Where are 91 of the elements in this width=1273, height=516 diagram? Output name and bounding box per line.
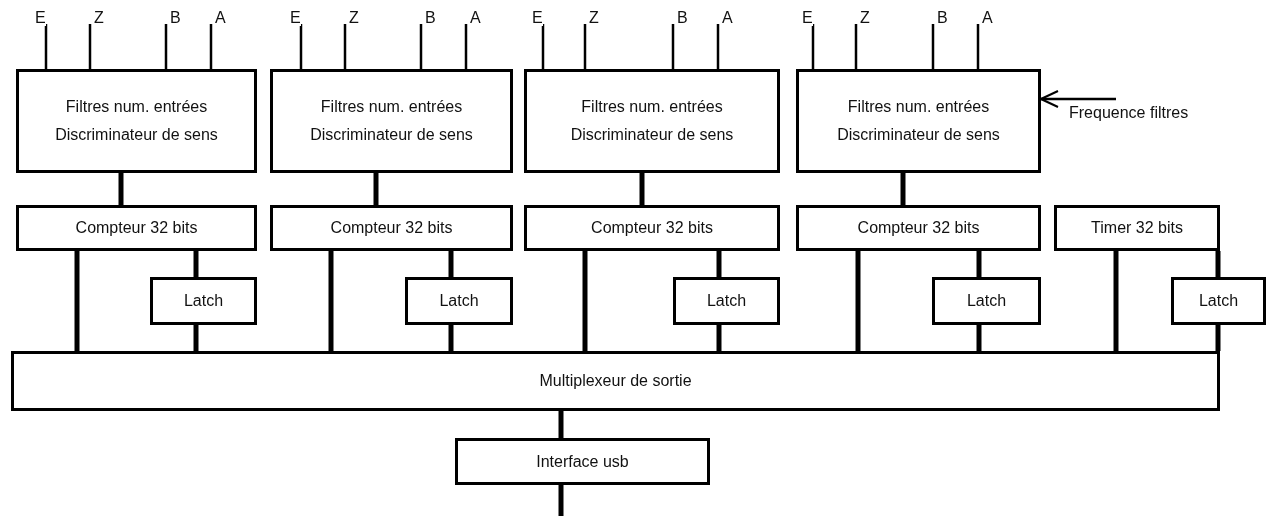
bus-line xyxy=(558,411,564,438)
block-label: Filtres num. entrées xyxy=(320,97,463,117)
edge-label: A xyxy=(982,10,993,26)
arrow xyxy=(1040,90,1116,108)
block-label: Filtres num. entrées xyxy=(581,97,723,117)
bus-line xyxy=(900,173,906,205)
bus-line xyxy=(1215,325,1221,351)
signal-line xyxy=(716,24,720,69)
bus-line xyxy=(74,251,80,351)
bus-line xyxy=(976,251,982,277)
edge-label: B xyxy=(170,10,181,26)
edge-label: E xyxy=(532,10,543,26)
bus-line xyxy=(716,251,722,277)
filter-block xyxy=(16,69,257,173)
edge-label: Z xyxy=(860,10,870,26)
signal-line xyxy=(541,24,545,69)
block-label: Compteur 32 bits xyxy=(857,218,980,238)
signal-line xyxy=(558,485,564,516)
bus-line xyxy=(328,251,334,351)
edge-label: A xyxy=(215,10,226,26)
block-label: Discriminateur de sens xyxy=(310,125,473,145)
edge-label: Z xyxy=(589,10,599,26)
block-label: Discriminateur de sens xyxy=(55,125,218,145)
block-label: Latch xyxy=(966,291,1007,311)
bus-line xyxy=(976,325,982,351)
edge-label: A xyxy=(470,10,481,26)
signal-line xyxy=(44,24,48,69)
block-label: Filtres num. entrées xyxy=(847,97,990,117)
latch-block xyxy=(673,277,780,325)
bus-line xyxy=(582,251,588,351)
latch-block xyxy=(150,277,257,325)
block-label: Latch xyxy=(706,291,747,311)
signal-line xyxy=(931,24,935,69)
block-label: Latch xyxy=(183,291,224,311)
block-label: Compteur 32 bits xyxy=(591,218,713,238)
bus-line xyxy=(373,173,379,205)
signal-line xyxy=(299,24,303,69)
bus-line xyxy=(639,173,645,205)
bus-line xyxy=(855,251,861,351)
block-label: Filtres num. entrées xyxy=(65,97,208,117)
bus-line xyxy=(193,251,199,277)
multiplexer-block xyxy=(11,351,1220,411)
counter-block xyxy=(524,205,780,251)
filter-block xyxy=(270,69,513,173)
latch-block xyxy=(932,277,1041,325)
bus-line xyxy=(193,325,199,351)
counter-block xyxy=(16,205,257,251)
block-label: Compteur 32 bits xyxy=(75,218,198,238)
filter-block xyxy=(524,69,780,173)
signal-line xyxy=(811,24,815,69)
edge-label: B xyxy=(425,10,436,26)
edge-label: Z xyxy=(94,10,104,26)
interface-block xyxy=(455,438,710,485)
bus-line xyxy=(448,325,454,351)
latch-block xyxy=(1171,277,1266,325)
edge-label: B xyxy=(677,10,688,26)
block-label: Latch xyxy=(439,291,479,311)
bus-line xyxy=(1215,251,1221,277)
edge-label: E xyxy=(35,10,46,26)
signal-line xyxy=(164,24,168,69)
block-label: Discriminateur de sens xyxy=(570,125,734,145)
signal-line xyxy=(671,24,675,69)
signal-line xyxy=(343,24,347,69)
signal-line xyxy=(854,24,858,69)
bus-line xyxy=(448,251,454,277)
block-label: Timer 32 bits xyxy=(1091,218,1183,238)
edge-label: A xyxy=(722,10,733,26)
signal-line xyxy=(464,24,468,69)
signal-line xyxy=(88,24,92,69)
bus-line xyxy=(118,173,124,205)
block-label: Discriminateur de sens xyxy=(837,125,1000,145)
edge-label: E xyxy=(802,10,813,26)
signal-line xyxy=(583,24,587,69)
block-label: Multiplexeur de sortie xyxy=(539,371,692,391)
signal-line xyxy=(419,24,423,69)
filter-block xyxy=(796,69,1041,173)
bus-line xyxy=(716,325,722,351)
edge-label: B xyxy=(937,10,948,26)
counter-block xyxy=(796,205,1041,251)
signal-line xyxy=(209,24,213,69)
bus-line xyxy=(1113,251,1119,351)
block-label: Latch xyxy=(1198,291,1239,311)
signal-line xyxy=(976,24,980,69)
block-label: Interface usb xyxy=(536,451,629,472)
counter-block xyxy=(270,205,513,251)
annotation-text: Frequence filtres xyxy=(1069,103,1189,123)
timer-block xyxy=(1054,205,1220,251)
edge-label: E xyxy=(290,10,301,26)
edge-label: Z xyxy=(349,10,359,26)
latch-block xyxy=(405,277,513,325)
block-label: Compteur 32 bits xyxy=(330,218,453,238)
